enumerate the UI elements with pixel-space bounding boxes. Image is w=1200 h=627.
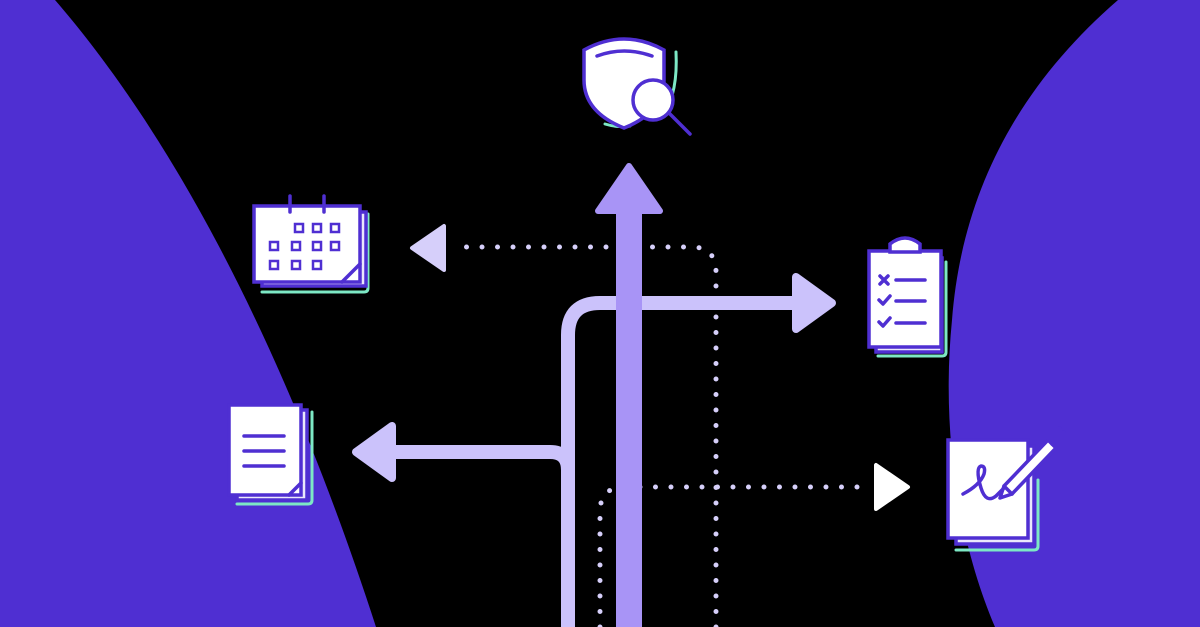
arrow-up-main bbox=[595, 163, 663, 627]
shield-search-icon bbox=[582, 37, 692, 136]
calendar-icon bbox=[252, 194, 370, 294]
signature-pen-icon bbox=[946, 426, 1066, 552]
dotted-arrowhead-left bbox=[410, 224, 446, 272]
document-icon bbox=[227, 403, 314, 506]
arrow-right-curved bbox=[561, 273, 836, 470]
clipboard-checklist-icon bbox=[867, 236, 948, 358]
left-blob bbox=[0, 0, 376, 627]
dotted-path-left bbox=[410, 224, 719, 627]
dotted-arrowhead-right bbox=[874, 463, 910, 511]
dotted-path-right bbox=[597, 463, 910, 627]
arrow-left-curved bbox=[352, 422, 575, 627]
